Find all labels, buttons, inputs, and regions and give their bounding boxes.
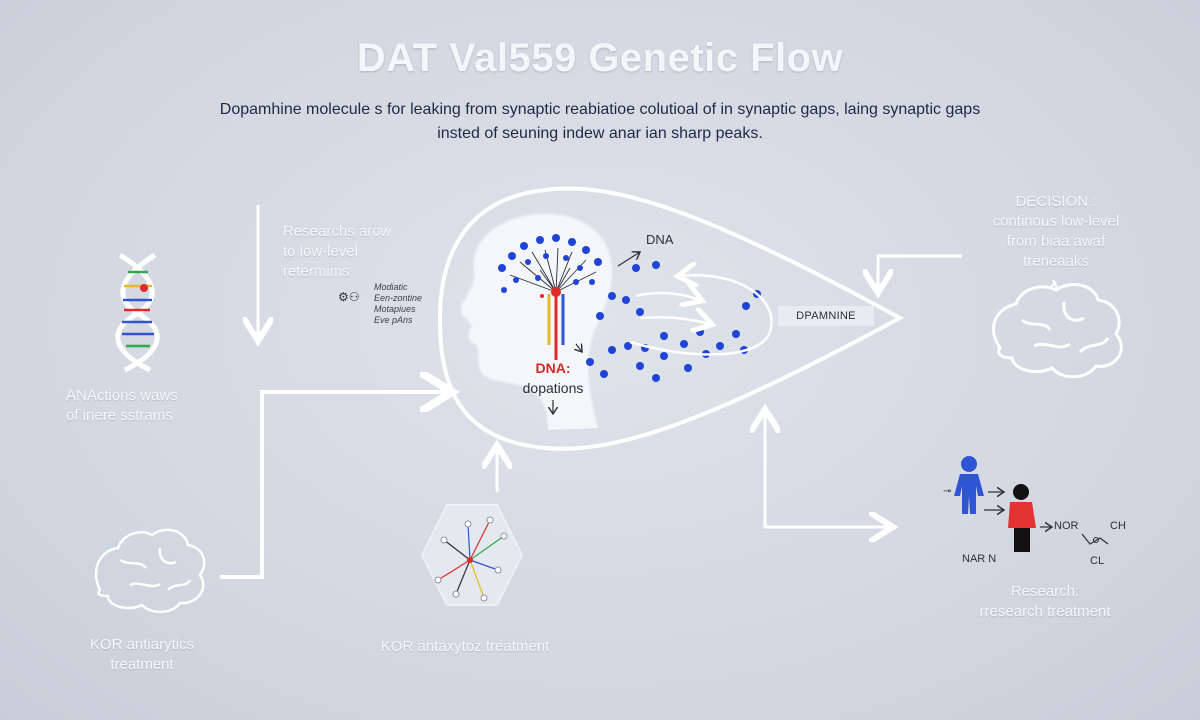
researchs-line-2: to low-level — [283, 243, 359, 260]
tiny-note-3: Motapiues — [374, 304, 416, 314]
tiny-icon-cluster: ⚙⚇ — [338, 290, 360, 304]
dna-label: DNA — [646, 232, 674, 247]
research-line-1: Research: — [1010, 583, 1080, 600]
chem-ch: CH — [1110, 520, 1126, 532]
brain-outline-icon — [991, 279, 1123, 379]
arrow-kor-to-head — [220, 392, 448, 579]
neuron-burst — [498, 234, 602, 360]
person-blue-icon — [954, 456, 984, 514]
research-line-2: rresearch treatment — [979, 603, 1111, 620]
researchs-line-3: retermims — [283, 263, 350, 280]
subtitle-line-2: insted of seuning indew anar ian sharp p… — [437, 125, 763, 142]
arrow-to-research — [763, 408, 890, 527]
brain-outline-icon — [94, 528, 206, 614]
anactions-line-2: of inere sstrams — [66, 407, 173, 424]
research-label: Research: rresearch treatment — [950, 582, 1140, 622]
dopations-text: dopations — [522, 380, 584, 396]
chem-nar: NAR N — [962, 553, 997, 565]
dna-dopations-label: DNA: dopations — [508, 358, 598, 398]
decision-line-1: DECISION : — [1015, 193, 1097, 210]
teardrop-outline — [437, 186, 905, 451]
decision-line-3: from biaa awaf — [1006, 233, 1106, 250]
flow-arcs — [629, 275, 773, 356]
anactions-line-1: ANActions waws — [66, 387, 178, 404]
decision-line-4: treneaaks — [1023, 253, 1089, 270]
small-molecule-icon: ⊸ — [943, 486, 952, 497]
person-red-icon — [1008, 484, 1036, 552]
dna-pointer-arrow — [617, 252, 640, 267]
chem-node — [1093, 537, 1099, 543]
kor-center-label: KOR antaxytoz treatment — [380, 638, 550, 655]
dna-colon: DNA: — [535, 360, 571, 376]
researchs-label: Researchs arow to low-level retermims — [283, 222, 391, 282]
chem-bond — [1081, 533, 1109, 545]
anactions-label: ANActions waws of inere sstrams — [66, 386, 178, 426]
arrow-decision-in — [878, 254, 962, 290]
tiny-note-2: Een-zontine — [374, 293, 423, 303]
subtitle: Dopamhine molecule s for leaking from sy… — [130, 98, 1070, 146]
page-title: DAT Val559 Genetic Flow — [356, 36, 844, 80]
molecule-network-icon — [420, 504, 524, 606]
dopamine-box: DPAMNINE — [778, 306, 874, 326]
decision-line-2: continous low-level — [992, 213, 1120, 230]
subtitle-line-1: Dopamhine molecule s for leaking from sy… — [219, 101, 981, 118]
kor-left-line-1: KOR antiarytics — [89, 636, 195, 653]
chem-nor: NOR — [1054, 520, 1079, 532]
kor-left-line-2: treatment — [110, 656, 174, 673]
tiny-note-4: Eve pAns — [374, 315, 413, 325]
dna-helix-icon — [115, 252, 160, 373]
tiny-notes: Modiatic Een-zontine Motapiues Eve pAns — [374, 282, 422, 326]
kor-left-label: KOR antiarytics treatment — [62, 635, 222, 675]
inner-small-arrow — [576, 344, 582, 352]
tiny-note-1: Modiatic — [374, 282, 408, 292]
decision-label: DECISION : continous low-level from biaa… — [966, 192, 1146, 272]
researchs-line-1: Researchs arow — [283, 223, 392, 240]
chem-cl: CL — [1090, 555, 1105, 567]
